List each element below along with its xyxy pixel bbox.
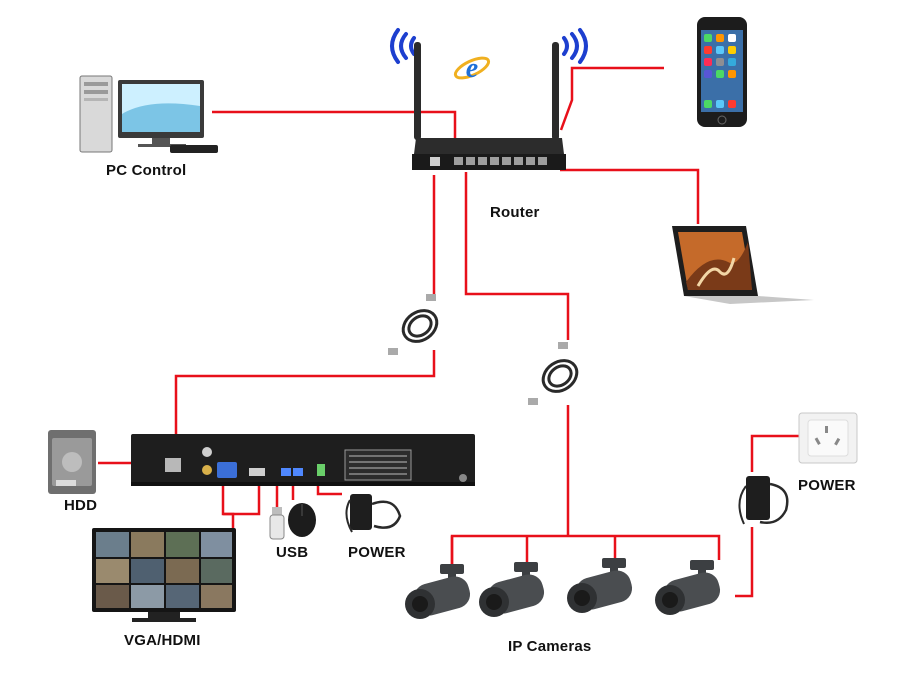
wire-phone-router <box>559 66 664 131</box>
desktop-pc-icon <box>79 75 218 153</box>
laptop-icon <box>672 226 814 304</box>
monitor-icon <box>92 528 236 622</box>
ethernet-cable-icon <box>388 294 439 355</box>
wire-cam-power <box>735 527 754 598</box>
label-power-nvr: POWER <box>348 544 406 561</box>
wall-socket-icon <box>798 412 858 464</box>
label-pc-control: PC Control <box>106 162 187 179</box>
wire-router-cable2 <box>464 172 570 340</box>
power-adapter-icon <box>345 494 402 533</box>
router-icon <box>412 42 566 170</box>
nvr-recorder-icon <box>131 434 475 486</box>
bullet-camera-icon <box>655 560 721 615</box>
mouse-icon <box>288 503 316 537</box>
wire-laptop-router <box>560 168 700 224</box>
label-vga-hdmi: VGA/HDMI <box>124 632 201 649</box>
smartphone-icon <box>697 17 747 127</box>
wifi-signal-icon <box>390 28 416 64</box>
label-router: Router <box>490 204 540 221</box>
power-adapter-icon <box>738 476 789 525</box>
hard-drive-icon <box>48 430 96 494</box>
label-usb: USB <box>276 544 309 561</box>
wire-nvr-monitor <box>221 484 261 516</box>
bullet-camera-icon <box>567 558 633 613</box>
label-hdd: HDD <box>64 497 98 514</box>
ethernet-cable-icon <box>528 342 579 405</box>
bullet-camera-icon <box>405 564 471 619</box>
ie-browser-icon: e <box>453 53 491 84</box>
bullet-camera-icon <box>479 562 545 617</box>
wifi-signal-icon <box>562 28 588 64</box>
usb-stick-icon <box>269 507 285 540</box>
label-ip-cameras: IP Cameras <box>508 638 592 655</box>
label-power-cameras: POWER <box>798 477 856 494</box>
svg-text:e: e <box>466 53 478 84</box>
wire-cable1-nvr <box>174 350 436 464</box>
wire-socket-adapter <box>750 434 800 472</box>
